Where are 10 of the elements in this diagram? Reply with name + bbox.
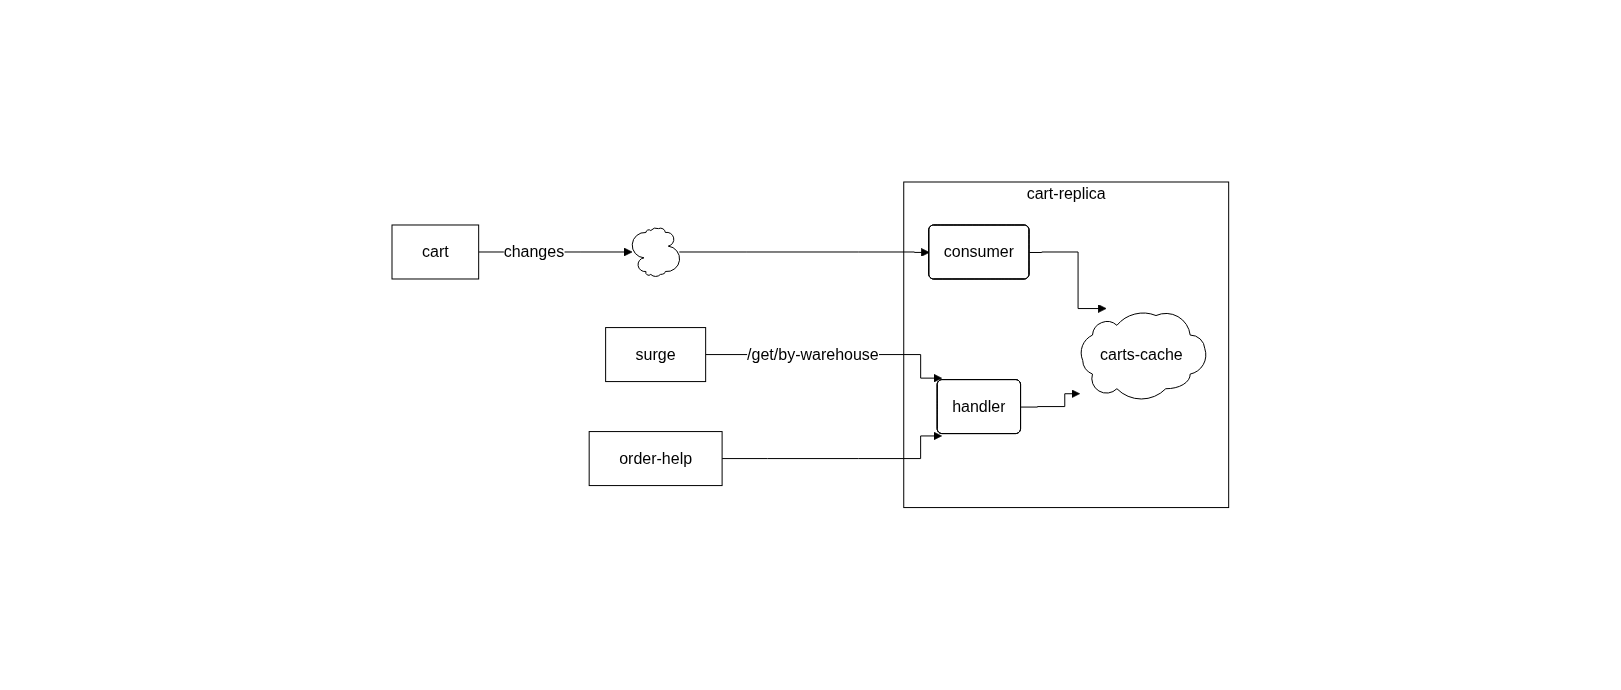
edge-label: /get/by-warehouse (747, 345, 879, 363)
arrow (721, 431, 943, 460)
node-box: order-help (588, 431, 723, 487)
arrow (1020, 389, 1081, 408)
arrow (678, 248, 930, 258)
node-box: cart (391, 224, 480, 280)
edge-label: changes (503, 243, 565, 261)
arrow (1029, 251, 1107, 314)
node-cloud (631, 227, 681, 278)
node-box: surge (605, 327, 707, 383)
